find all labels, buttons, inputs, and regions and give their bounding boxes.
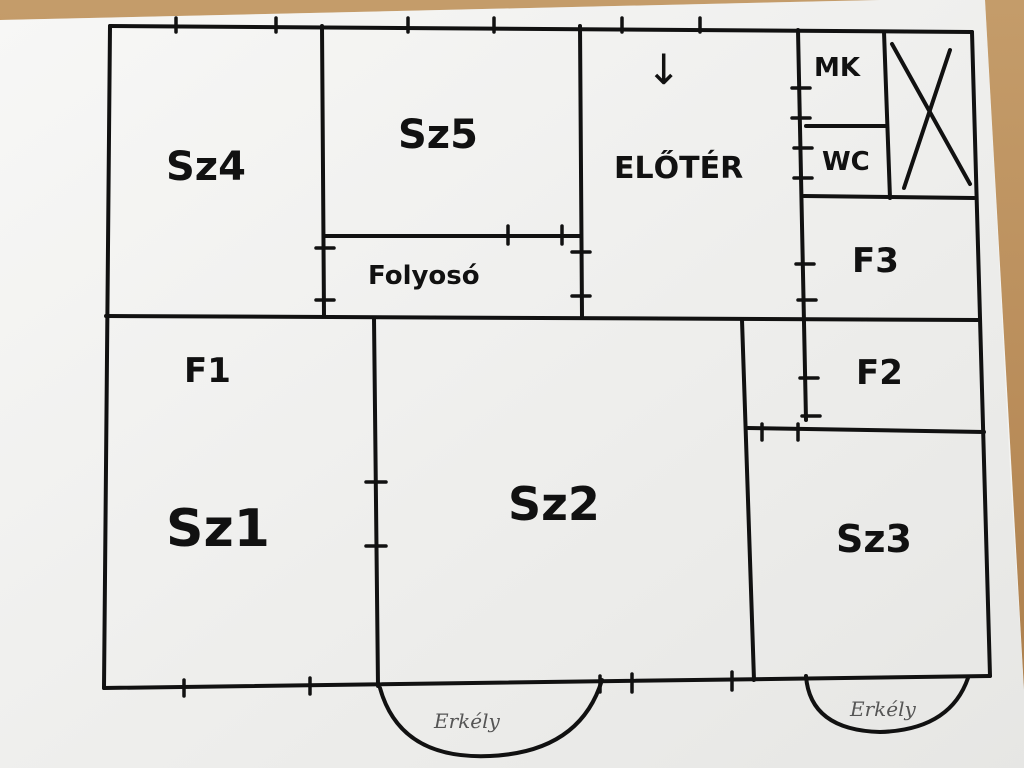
wall-mk-storage <box>882 30 892 200</box>
walls <box>102 24 992 759</box>
outer-wall-top <box>108 24 974 34</box>
cross-line-2 <box>902 48 952 190</box>
outer-wall-right <box>970 30 992 678</box>
wall-sz1-sz2 <box>372 316 380 688</box>
cross-line-1 <box>890 42 972 186</box>
room-label-sz5: Sz5 <box>398 112 478 158</box>
wall-middle-horizontal <box>104 314 980 322</box>
room-label-mk: MK <box>814 53 861 83</box>
balcony-right-outline <box>804 674 970 735</box>
wall-sz4-sz5 <box>320 24 326 318</box>
outer-wall-left <box>102 24 112 690</box>
room-label-sz4: Sz4 <box>166 144 246 190</box>
balcony-left-outline <box>378 678 604 759</box>
door-ticks <box>174 16 822 698</box>
room-label-sz1: Sz1 <box>166 499 270 559</box>
balcony-label-left: Erkély <box>433 709 501 733</box>
wall-wc-f3 <box>802 194 976 200</box>
room-label-f3: F3 <box>852 241 899 281</box>
entrance-arrow: ↓ <box>646 45 681 94</box>
wall-eloter-right <box>796 28 808 422</box>
wall-sz5-eloter <box>578 24 584 318</box>
room-label-wc: WC <box>822 147 870 177</box>
room-label-f2: F2 <box>856 353 903 393</box>
room-label-sz2: Sz2 <box>508 477 600 531</box>
room-label-eloter: ELŐTÉR <box>614 149 743 186</box>
wall-sz2-sz3 <box>740 318 756 682</box>
outer-wall-bottom <box>102 674 992 690</box>
wall-f2-sz3 <box>746 426 986 434</box>
room-label-sz3: Sz3 <box>836 517 912 561</box>
room-label-folyoso: Folyosó <box>368 261 480 291</box>
room-label-f1: F1 <box>184 351 231 391</box>
balcony-label-right: Erkély <box>849 697 917 721</box>
